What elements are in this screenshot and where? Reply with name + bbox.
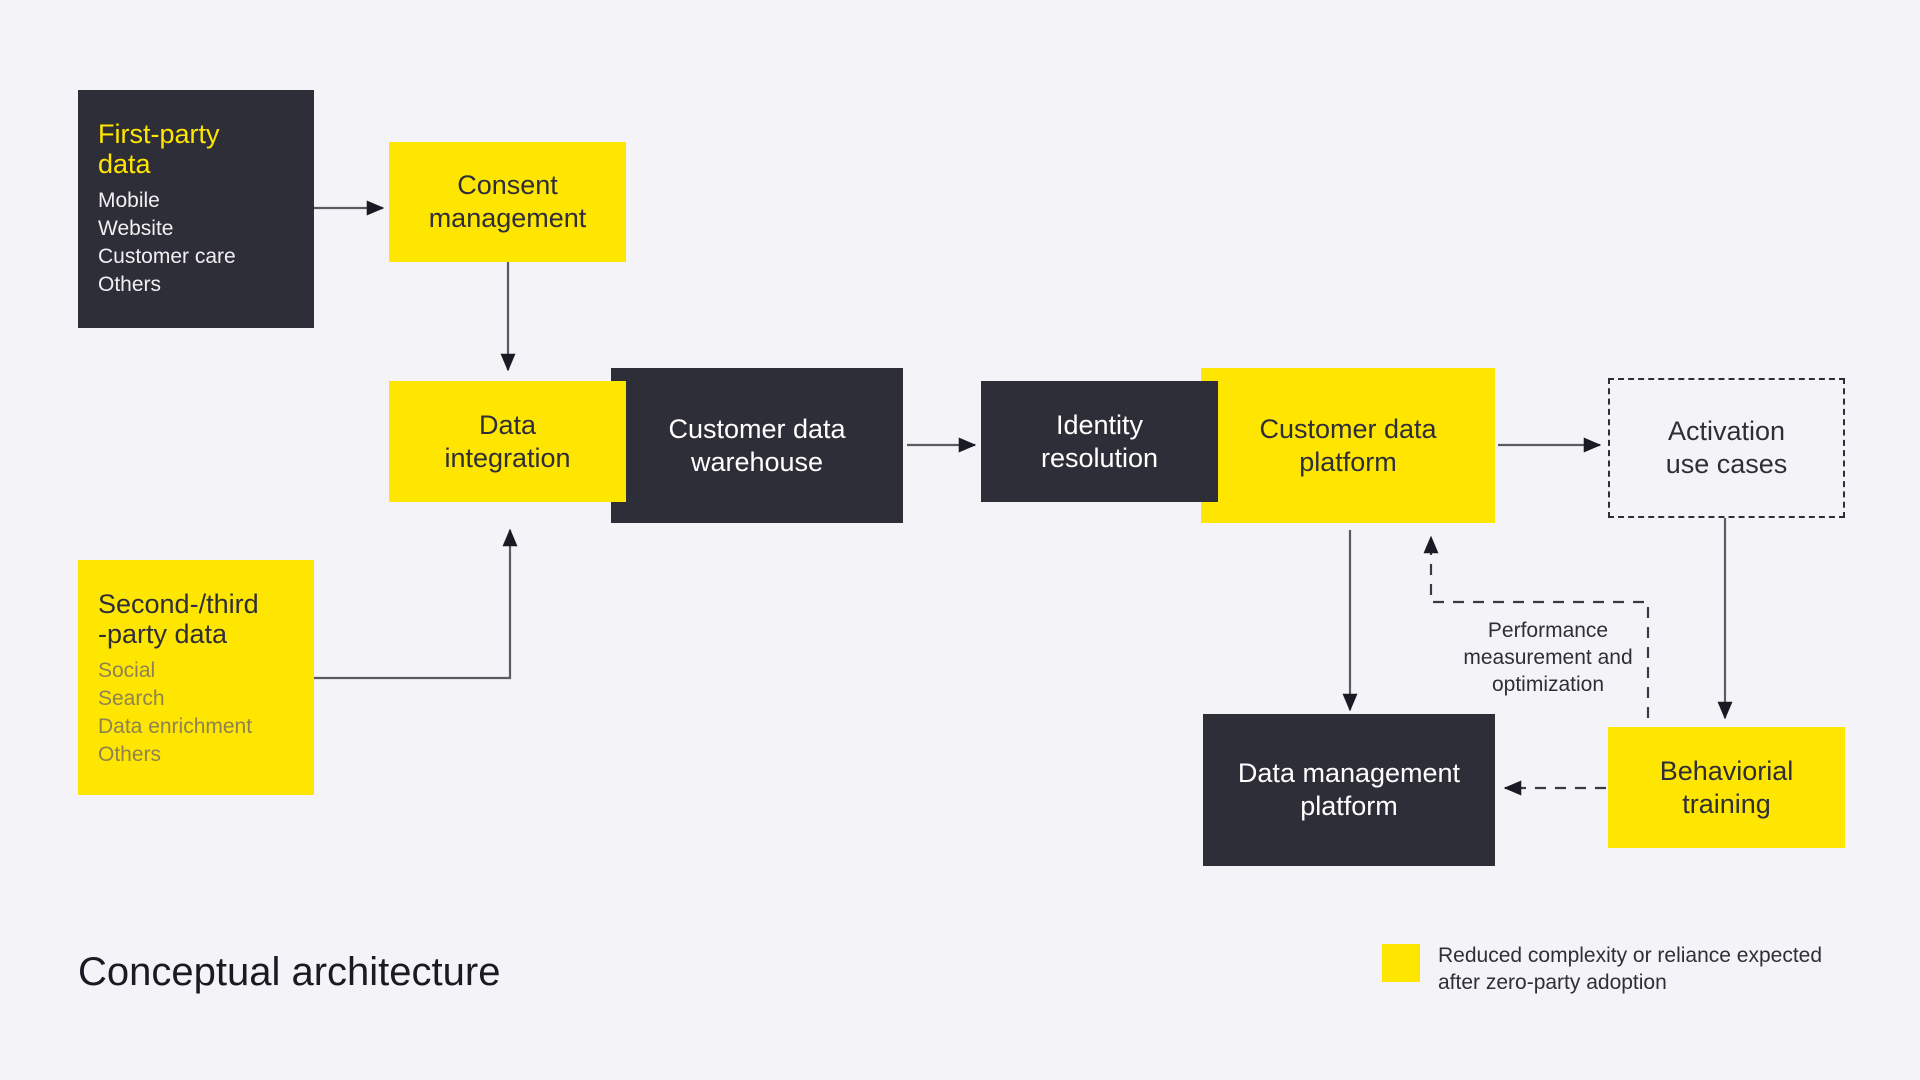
panel-second-third-party-title: Second-/third -party data (98, 589, 314, 649)
node-data-management-platform-line2: platform (1300, 791, 1398, 821)
list-item: Search (98, 687, 165, 711)
legend-text-line1: Reduced complexity or reliance expected (1438, 944, 1823, 967)
panel-second-third-party-title-line1: Second-/third (98, 589, 259, 619)
panel-first-party-title-line2: data (98, 148, 151, 179)
list-item: Others (98, 273, 162, 297)
node-identity-resolution[interactable]: Identity resolution (981, 381, 1218, 502)
annotation-performance-line3: optimization (1491, 672, 1605, 696)
node-activation-use-cases-line1: Activation (1667, 416, 1786, 447)
node-consent-management-line1: Consent (457, 170, 558, 201)
page-title: Conceptual architecture (78, 950, 501, 994)
node-behaviorial-training[interactable]: Behaviorial training (1608, 727, 1845, 848)
node-customer-data-warehouse-line2: warehouse (690, 446, 824, 477)
node-identity-resolution-line2: resolution (1040, 442, 1159, 473)
annotation-performance-line2: measurement and (1463, 645, 1633, 669)
panel-second-third-party-data[interactable]: Second-/third -party data Social Search … (78, 560, 314, 795)
list-item: Data enrichment (98, 715, 253, 739)
annotation-performance-measurement: Performance measurement and optimization (1448, 618, 1648, 699)
panel-first-party-data[interactable]: First-party data Mobile Website Customer… (78, 90, 314, 328)
node-data-integration[interactable]: Data integration (389, 381, 626, 502)
node-behaviorial-training-line1: Behaviorial (1659, 755, 1794, 786)
node-data-management-platform-line1: Data management (1237, 758, 1461, 789)
node-customer-data-platform[interactable]: Customer data platform (1201, 368, 1495, 523)
node-data-integration-line2: integration (444, 442, 571, 473)
legend-text-line2: after zero-party adoption (1438, 971, 1667, 995)
panel-first-party-title: First-party data (98, 119, 314, 179)
node-customer-data-platform-line2: platform (1299, 446, 1397, 477)
list-item: Website (98, 217, 174, 241)
node-customer-data-platform-line1: Customer data (1259, 413, 1437, 444)
node-consent-management-line2: management (428, 203, 587, 233)
node-data-management-platform[interactable]: Data management platform (1203, 714, 1495, 866)
legend-text: Reduced complexity or reliance expected … (1438, 942, 1822, 997)
node-data-integration-line1: Data (478, 409, 537, 440)
connector-secondthird-to-dataintegration (314, 528, 518, 680)
node-consent-management[interactable]: Consent management (389, 142, 626, 262)
annotation-performance-line1: Performance (1487, 619, 1609, 642)
node-activation-use-cases[interactable]: Activation use cases (1608, 378, 1845, 518)
legend-swatch-yellow (1382, 944, 1420, 982)
list-item: Social (98, 659, 156, 683)
node-customer-data-warehouse-line1: Customer data (668, 413, 846, 444)
list-item: Mobile (98, 189, 160, 213)
panel-first-party-title-line1: First-party (98, 119, 220, 149)
panel-second-third-party-items: Social Search Data enrichment Others (98, 657, 314, 769)
legend: Reduced complexity or reliance expected … (1382, 942, 1822, 997)
connector-performance-loop-dashed (1423, 535, 1650, 718)
node-activation-use-cases-line2: use cases (1665, 449, 1788, 479)
panel-second-third-party-title-line2: -party data (98, 618, 228, 649)
node-identity-resolution-line1: Identity (1055, 409, 1144, 440)
node-customer-data-warehouse[interactable]: Customer data warehouse (611, 368, 903, 523)
panel-first-party-items: Mobile Website Customer care Others (98, 187, 314, 299)
node-behaviorial-training-line2: training (1682, 788, 1771, 819)
list-item: Customer care (98, 245, 236, 269)
list-item: Others (98, 743, 162, 767)
